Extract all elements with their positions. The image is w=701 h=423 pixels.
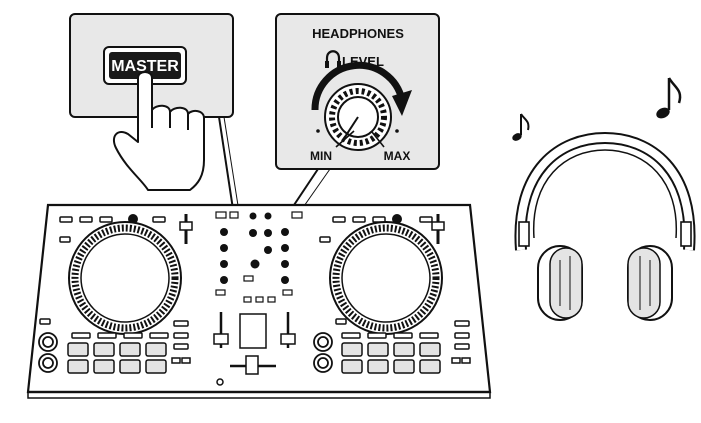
crossfader[interactable] xyxy=(230,355,276,375)
headphones-icon xyxy=(514,131,696,321)
left-tempo-slider[interactable] xyxy=(179,214,193,244)
right-transport-buttons[interactable] xyxy=(313,332,333,373)
master-button-small[interactable] xyxy=(243,275,254,282)
mixer-section xyxy=(215,211,303,303)
master-button-label: MASTER xyxy=(111,58,179,75)
headphones-callout: HEADPHONES LEVEL MIN MAX xyxy=(275,13,440,170)
right-jog-wheel[interactable] xyxy=(329,221,443,335)
headphones-level-knob[interactable] xyxy=(324,83,392,151)
master-callout: MASTER xyxy=(69,13,234,191)
right-tempo-slider[interactable] xyxy=(431,214,445,244)
music-note-icon-right xyxy=(656,77,682,119)
headphones-title: HEADPHONES xyxy=(312,26,404,41)
dj-controller xyxy=(26,203,492,399)
pointing-hand-icon xyxy=(112,71,205,191)
left-jog-wheel[interactable] xyxy=(68,221,182,335)
master-button[interactable]: MASTER xyxy=(103,46,187,85)
min-label: MIN xyxy=(310,149,332,163)
music-note-icon xyxy=(512,113,530,141)
right-channel-fader[interactable] xyxy=(280,312,296,348)
max-label: MAX xyxy=(384,149,411,163)
right-performance-pads[interactable] xyxy=(341,342,441,374)
left-transport-buttons[interactable] xyxy=(38,332,58,373)
left-channel-fader[interactable] xyxy=(213,312,229,348)
headphone-symbol-icon xyxy=(325,50,341,66)
left-performance-pads[interactable] xyxy=(67,342,167,374)
